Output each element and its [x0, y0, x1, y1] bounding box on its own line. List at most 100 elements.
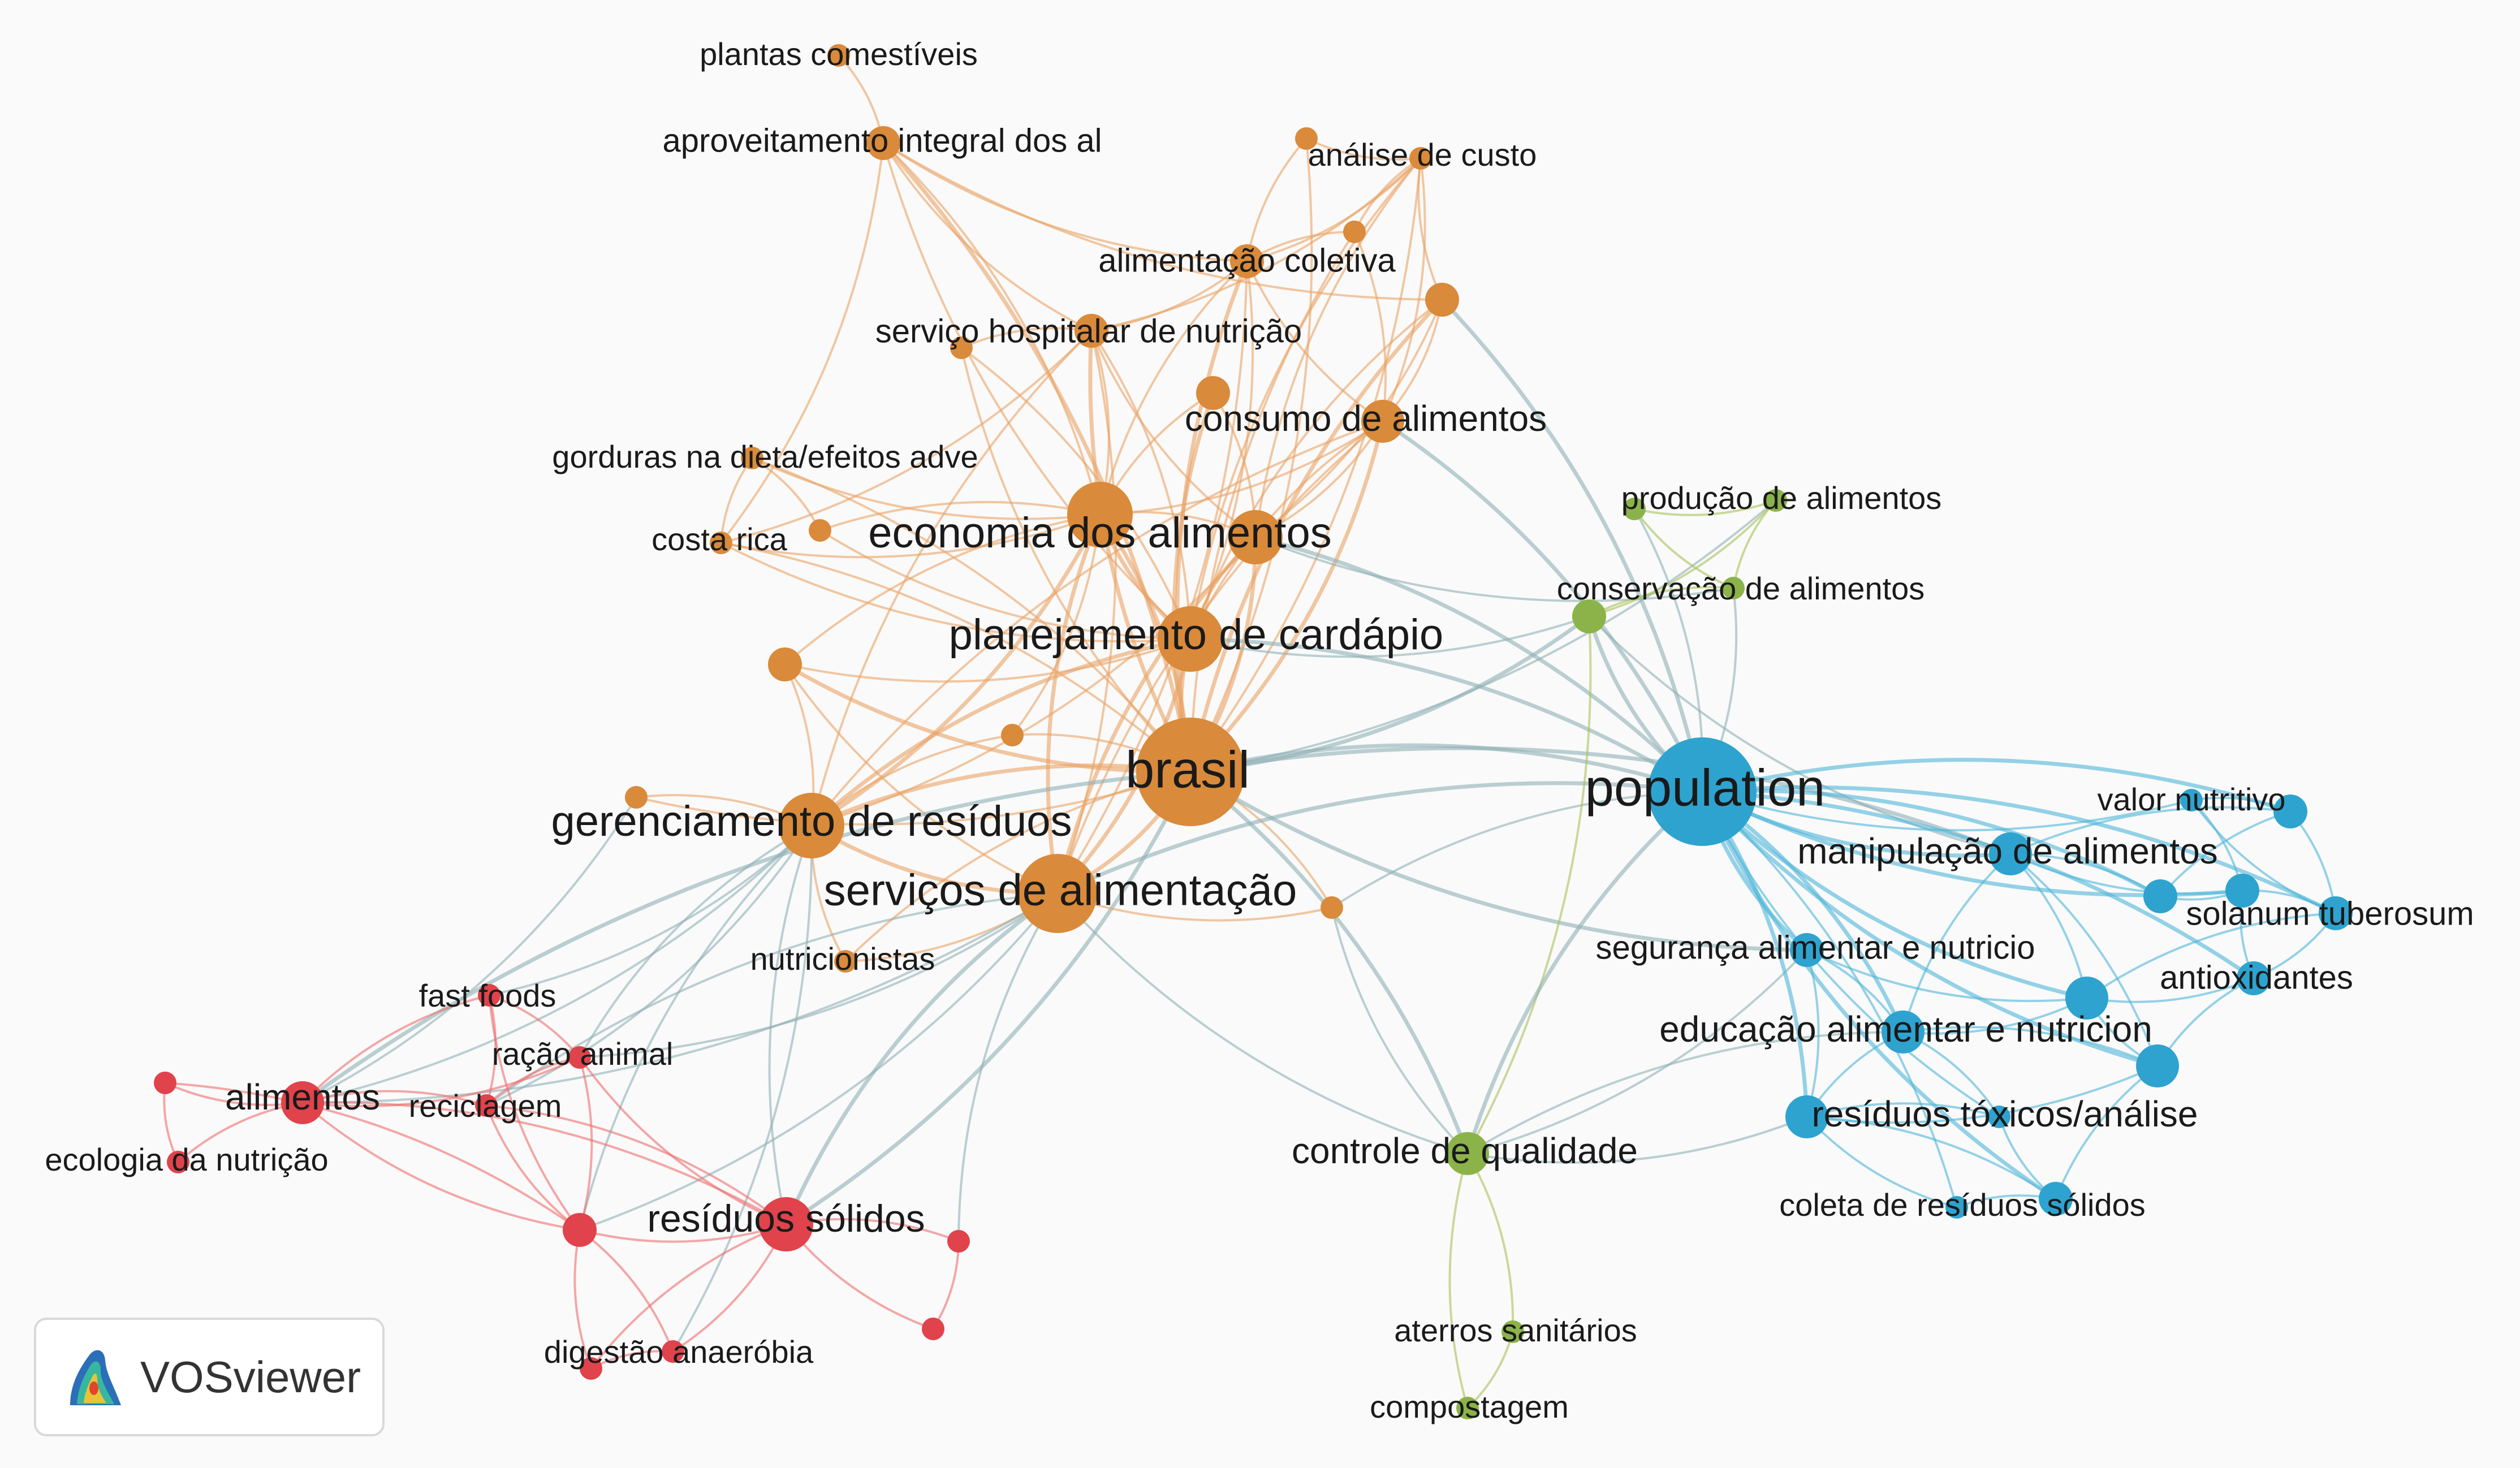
node-label-residsol[interactable]: resíduos sólidos — [647, 1197, 925, 1240]
node-label-economia[interactable]: economia dos alimentos — [868, 509, 1332, 557]
node-label-manip[interactable]: manipulação de alimentos — [1797, 831, 2218, 871]
node-o_g1[interactable] — [625, 786, 648, 809]
edge-econ2-population — [1255, 535, 1704, 793]
node-conserv[interactable] — [1722, 577, 1745, 599]
node-antiox[interactable] — [2237, 961, 2271, 995]
node-label-consumo[interactable]: consumo de alimentos — [1185, 398, 1547, 439]
node-b_a2[interactable] — [2065, 977, 2108, 1020]
node-alimcol[interactable] — [1230, 244, 1264, 278]
node-ecologia[interactable] — [167, 1151, 189, 1173]
node-label-aproveit[interactable]: aproveitamento integral dos al — [662, 122, 1102, 159]
node-label-brasil[interactable]: brasil — [1125, 741, 1250, 798]
node-coleta[interactable] — [1945, 1196, 1968, 1219]
node-fastfoods[interactable] — [478, 984, 500, 1007]
node-compost[interactable] — [1456, 1397, 1479, 1419]
node-label-residtox[interactable]: resíduos tóxicos/análise — [1811, 1094, 2198, 1134]
node-controle[interactable] — [1446, 1132, 1489, 1175]
node-label-producao[interactable]: produção de alimentos — [1621, 480, 1942, 516]
node-b_m2[interactable] — [2143, 879, 2177, 913]
node-o_mid2[interactable] — [1196, 376, 1230, 410]
node-o_left[interactable] — [768, 647, 802, 681]
node-producao[interactable] — [1764, 489, 1787, 512]
node-label-aterros[interactable]: aterros sanitários — [1394, 1312, 1637, 1348]
node-aproveit[interactable] — [866, 126, 900, 160]
node-plantas[interactable] — [827, 44, 850, 67]
node-r_r2[interactable] — [922, 1318, 944, 1340]
node-label-reciclagem[interactable]: reciclagem — [409, 1088, 562, 1124]
node-nutric[interactable] — [834, 950, 857, 973]
node-label-alimcol[interactable]: alimentação coletiva — [1098, 242, 1396, 279]
node-econ2[interactable] — [1228, 510, 1283, 564]
node-racao[interactable] — [568, 1046, 591, 1069]
node-reciclagem[interactable] — [475, 1094, 498, 1117]
node-label-ecologia[interactable]: ecologia da nutrição — [45, 1142, 328, 1177]
node-label-racao[interactable]: ração animal — [492, 1036, 674, 1072]
node-aterros[interactable] — [1501, 1320, 1524, 1343]
node-residtox[interactable] — [1785, 1095, 1828, 1138]
node-o_small[interactable] — [1001, 724, 1024, 746]
node-label-servalim[interactable]: serviços de alimentação — [824, 865, 1297, 915]
node-label-controle[interactable]: controle de qualidade — [1292, 1130, 1638, 1171]
node-population[interactable] — [1648, 737, 1757, 846]
node-solanum[interactable] — [2319, 896, 2353, 930]
node-label-fastfoods[interactable]: fast foods — [419, 978, 556, 1013]
node-label-valor[interactable]: valor nutritivo — [2097, 782, 2285, 817]
node-b_e2[interactable] — [2136, 1044, 2179, 1087]
node-label-gerenc[interactable]: gerenciamento de resíduos — [551, 797, 1072, 845]
node-consumo[interactable] — [1361, 400, 1404, 443]
edge-servalim-population — [1056, 781, 1703, 896]
node-label-analise[interactable]: análise de custo — [1308, 137, 1537, 172]
node-label-costarica[interactable]: costa rica — [651, 521, 787, 557]
edge-manip-b_m3 — [2010, 853, 2243, 895]
node-label-population[interactable]: population — [1585, 759, 1826, 817]
node-gerenc[interactable] — [779, 793, 844, 858]
node-servhosp[interactable] — [1075, 314, 1108, 348]
node-label-servhosp[interactable]: serviço hospitalar de nutrição — [875, 313, 1302, 349]
edge-o_top2-consumo — [1353, 231, 1387, 422]
node-educacao[interactable] — [1882, 1011, 1924, 1053]
node-g_c2[interactable] — [1572, 599, 1606, 633]
node-g_p2[interactable] — [1623, 498, 1646, 520]
node-label-alimentos[interactable]: alimentos — [225, 1077, 380, 1117]
node-label-educacao[interactable]: educação alimentar e nutricion — [1659, 1009, 2152, 1050]
node-r_mid[interactable] — [563, 1213, 597, 1247]
node-o_right[interactable] — [1425, 283, 1459, 317]
node-servalim[interactable] — [1018, 854, 1097, 933]
node-label-solanum[interactable]: solanum tuberosum — [2186, 895, 2474, 932]
node-valor[interactable] — [2180, 789, 2203, 811]
node-gorduras[interactable] — [741, 447, 763, 469]
node-b_c2[interactable] — [2039, 1182, 2073, 1216]
node-label-nutric[interactable]: nutricionistas — [750, 941, 935, 977]
node-b_m3[interactable] — [2225, 874, 2259, 908]
node-costarica[interactable] — [710, 532, 732, 554]
node-o_mid1[interactable] — [950, 336, 973, 359]
node-label-conserv[interactable]: conservação de alimentos — [1557, 571, 1925, 606]
node-label-planej[interactable]: planejamento de cardápio — [949, 611, 1444, 659]
node-o_top2[interactable] — [1343, 221, 1366, 243]
node-r_d2[interactable] — [580, 1357, 602, 1380]
node-b_t2[interactable] — [1988, 1106, 2010, 1128]
node-brasil[interactable] — [1136, 718, 1245, 826]
node-alimentos[interactable] — [281, 1081, 324, 1124]
node-o_top1[interactable] — [1295, 127, 1318, 150]
node-planej[interactable] — [1158, 606, 1223, 672]
node-o_sa[interactable] — [1321, 896, 1343, 919]
node-digestao[interactable] — [662, 1340, 684, 1363]
node-label-gorduras[interactable]: gorduras na dieta/efeitos adve — [552, 439, 978, 474]
node-o_cr2[interactable] — [809, 519, 831, 542]
node-label-antiox[interactable]: antioxidantes — [2160, 959, 2353, 996]
node-b_v2[interactable] — [2273, 795, 2307, 828]
node-label-seguranca[interactable]: segurança alimentar e nutricio — [1596, 929, 2035, 966]
node-economia[interactable] — [1067, 482, 1133, 547]
node-r_left[interactable] — [154, 1072, 176, 1094]
node-residsol[interactable] — [759, 1197, 813, 1251]
node-label-compost[interactable]: compostagem — [1370, 1389, 1569, 1424]
node-manip[interactable] — [1989, 832, 2032, 875]
node-analise[interactable] — [1409, 147, 1432, 170]
node-r_r1[interactable] — [947, 1230, 970, 1253]
node-label-coleta[interactable]: coleta de resíduos sólidos — [1779, 1187, 2146, 1223]
node-seguranca[interactable] — [1790, 933, 1824, 967]
node-label-digestao[interactable]: digestão anaeróbia — [544, 1334, 814, 1370]
node-label-plantas[interactable]: plantas comestíveis — [700, 36, 978, 72]
